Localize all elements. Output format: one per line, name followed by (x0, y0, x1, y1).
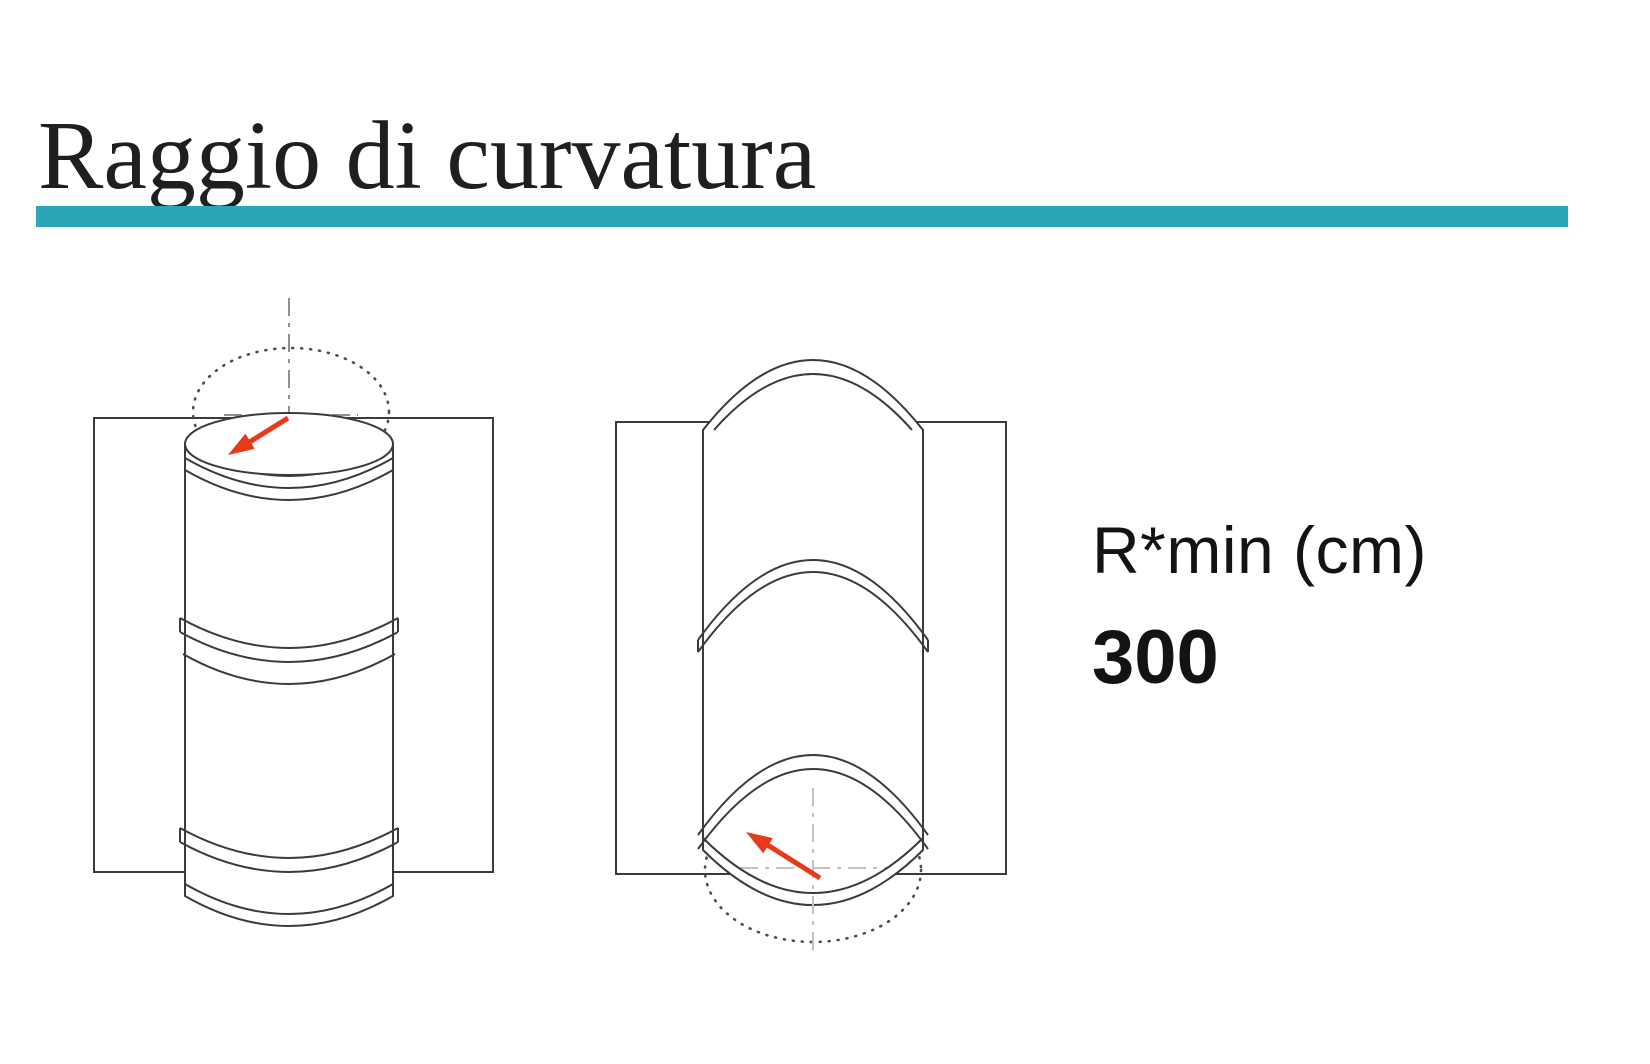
seam-band (179, 827, 399, 859)
seam-band (697, 571, 929, 653)
seam-band (697, 768, 929, 850)
concave-bend-figure (615, 359, 1007, 950)
seam-band (184, 457, 394, 489)
cylinder-top-rim (184, 412, 394, 476)
seam-band (184, 883, 394, 915)
spec-block: R*min (cm) 300 (1092, 512, 1427, 701)
seam-band (697, 559, 929, 641)
bend-radius-circle (703, 796, 923, 944)
seam-band (184, 469, 394, 501)
seam-band (697, 754, 929, 836)
seam-band (179, 617, 399, 649)
bend-radius-circle (191, 346, 391, 478)
radius-arrow-icon (228, 415, 290, 455)
cylinder-body (702, 359, 924, 906)
page-title: Raggio di curvatura (38, 101, 817, 210)
spec-label: R*min (cm) (1092, 513, 1427, 587)
seam-band (713, 373, 913, 431)
seam-band (179, 841, 399, 873)
seam-band (179, 631, 399, 663)
accent-divider (36, 206, 1568, 227)
spec-value: 300 (1092, 615, 1219, 700)
seam-band (182, 653, 396, 685)
convex-bend-figure (93, 298, 494, 927)
radius-arrow-icon (746, 832, 822, 881)
cylinder-body (184, 444, 394, 927)
seam-band (702, 837, 924, 894)
